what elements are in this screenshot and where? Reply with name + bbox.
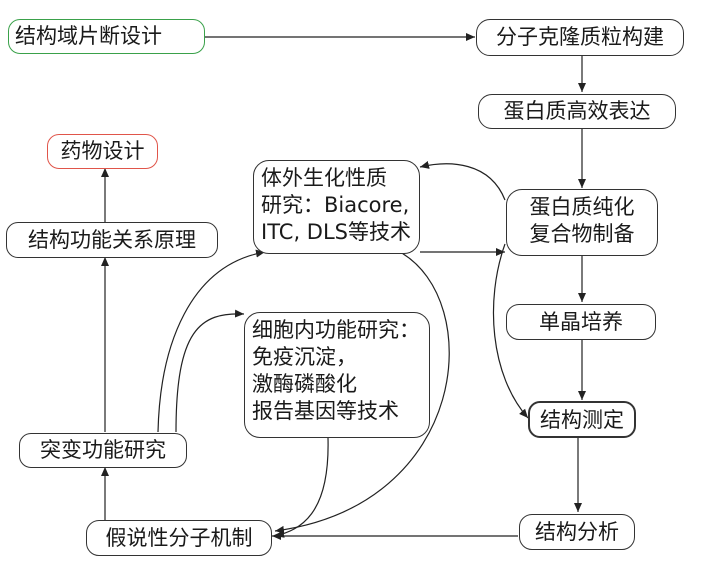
node-purification: 蛋白质纯化 复合物制备	[506, 189, 658, 256]
node-structure-determination-label: 结构测定	[540, 408, 624, 432]
node-in-vivo: 细胞内功能研究： 免疫沉淀， 激酶磷酸化 报告基因等技术	[244, 312, 430, 438]
node-mutation-label: 突变功能研究	[40, 438, 166, 462]
arrow-mutation-to-invitro	[157, 249, 266, 433]
node-crystal: 单晶培养	[506, 304, 656, 340]
arrow-purification-to-invitro	[419, 161, 506, 201]
node-hypothesis: 假说性分子机制	[86, 520, 272, 556]
node-in-vitro-line-3: ITC, DLS等技术	[261, 220, 412, 244]
node-drug-design: 药物设计	[47, 134, 158, 169]
arrow-mutation-to-invivo	[175, 309, 245, 433]
arrow-invitro-to-hypothesis	[274, 251, 450, 534]
node-crystal-label: 单晶培养	[539, 310, 623, 334]
node-in-vitro-line-1: 体外生化性质	[261, 166, 387, 190]
arrow-invivo-to-hypothesis	[274, 437, 329, 538]
node-structure-determination: 结构测定	[528, 401, 636, 438]
node-in-vivo-line-4: 报告基因等技术	[252, 399, 399, 423]
node-structure-function: 结构功能关系原理	[6, 222, 218, 258]
node-purification-line-2: 复合物制备	[529, 222, 635, 246]
node-structure-analysis: 结构分析	[519, 514, 635, 550]
node-in-vitro: 体外生化性质 研究：Biacore, ITC, DLS等技术	[253, 160, 420, 254]
node-drug-design-label: 药物设计	[60, 139, 145, 163]
node-in-vivo-line-2: 免疫沉淀，	[252, 345, 357, 369]
node-structure-function-label: 结构功能关系原理	[28, 228, 196, 252]
node-expression-label: 蛋白质高效表达	[503, 99, 651, 123]
node-purification-line-1: 蛋白质纯化	[529, 195, 635, 219]
node-cloning-label: 分子克隆质粒构建	[496, 25, 664, 49]
node-structure-design: 结构域片断设计	[8, 19, 205, 54]
node-cloning: 分子克隆质粒构建	[476, 19, 684, 56]
node-expression: 蛋白质高效表达	[478, 94, 676, 129]
node-mutation: 突变功能研究	[19, 433, 187, 468]
node-in-vivo-line-1: 细胞内功能研究：	[252, 318, 420, 342]
node-in-vitro-line-2: 研究：Biacore,	[261, 193, 410, 217]
node-structure-analysis-label: 结构分析	[535, 520, 619, 544]
node-hypothesis-label: 假说性分子机制	[105, 526, 253, 550]
arrow-purification-to-determination	[492, 243, 529, 419]
node-in-vivo-line-3: 激酶磷酸化	[252, 372, 357, 396]
node-structure-design-label: 结构域片断设计	[15, 24, 162, 48]
